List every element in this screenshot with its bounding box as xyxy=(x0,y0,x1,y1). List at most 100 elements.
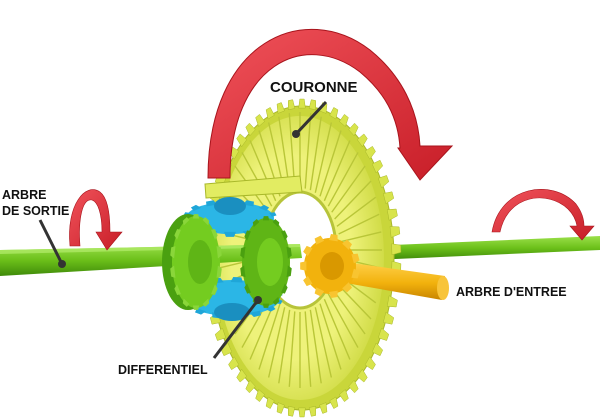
right-output-shaft xyxy=(370,236,600,260)
gear-tooth xyxy=(190,204,202,211)
gear-tooth xyxy=(236,133,248,148)
gear-tooth xyxy=(202,217,210,226)
differentiel-leader-dot xyxy=(254,296,262,304)
gear-tooth xyxy=(342,282,353,293)
gear-tooth xyxy=(182,298,190,307)
gear-tooth xyxy=(249,310,261,317)
gear-ridge xyxy=(323,140,351,202)
gear-ridge xyxy=(258,303,281,370)
gear-tooth xyxy=(269,212,277,217)
gear-tooth xyxy=(245,379,256,394)
differentiel-leader-line xyxy=(212,299,260,359)
pinion-gear xyxy=(300,234,360,298)
gear-tooth xyxy=(286,246,292,259)
gear-tooth xyxy=(329,396,339,409)
label-arbre-sortie-line1: ARBRE xyxy=(2,188,46,202)
gear-tooth xyxy=(211,228,218,240)
gear-tooth xyxy=(281,230,288,241)
gear-tooth xyxy=(377,175,390,189)
gear-tooth xyxy=(262,216,270,221)
gear-tooth xyxy=(276,102,285,114)
gear-tooth xyxy=(272,296,280,306)
gear-tooth xyxy=(339,113,349,127)
gear-tooth xyxy=(371,342,384,357)
gear-tooth xyxy=(377,327,390,341)
gear-tooth xyxy=(329,234,338,242)
couronne-leader-dot xyxy=(292,130,300,138)
gear-tooth xyxy=(174,284,181,296)
arbre-sortie-leader-line xyxy=(38,219,64,265)
gear-tooth xyxy=(329,290,338,298)
gear-ridge xyxy=(314,122,333,193)
gear-tooth xyxy=(244,230,251,241)
gear-tooth xyxy=(287,405,296,417)
gear-ridge xyxy=(334,180,372,220)
gear-tooth xyxy=(174,228,181,240)
gear-tooth xyxy=(228,356,240,371)
gear-ridge xyxy=(304,113,312,189)
gear-tooth xyxy=(286,265,292,278)
gear-ridge xyxy=(267,307,286,378)
gear-ridge xyxy=(338,213,380,235)
differential-gearset xyxy=(162,197,292,321)
gear-tooth xyxy=(281,283,288,294)
gear-ridge xyxy=(314,307,333,378)
gear-tooth xyxy=(371,159,384,174)
couronne-leader-line xyxy=(294,100,328,136)
gear-tooth xyxy=(319,402,328,414)
gear-tooth xyxy=(303,245,313,257)
gear-tooth xyxy=(265,396,275,409)
gear-tooth xyxy=(314,235,325,245)
gear-tooth xyxy=(216,246,222,259)
gear-tooth xyxy=(351,268,360,279)
rotation-arrow-icon xyxy=(207,28,454,181)
gear-tooth xyxy=(170,246,176,259)
gear-tooth xyxy=(240,246,246,259)
gear-tooth xyxy=(255,113,265,127)
gear-tooth xyxy=(298,98,306,109)
gear-ridge xyxy=(327,293,359,348)
gear-ridge xyxy=(331,165,366,213)
gear-tooth xyxy=(364,145,376,160)
gear-tooth xyxy=(386,295,398,308)
gear-ridge xyxy=(319,130,342,197)
gear-ridge xyxy=(278,309,291,384)
left-output-shaft xyxy=(0,244,302,276)
gear-tooth xyxy=(386,208,398,221)
gear-tooth xyxy=(258,204,270,211)
gear-tooth xyxy=(272,218,280,228)
gear-tooth xyxy=(342,239,353,250)
gear-tooth xyxy=(244,283,251,294)
left-side-gear xyxy=(162,214,222,310)
gear-tooth xyxy=(192,214,200,219)
gear-ridge xyxy=(309,309,322,384)
arbre-sortie-leader-dot xyxy=(58,260,66,268)
gear-tooth xyxy=(230,277,243,283)
gear-tooth xyxy=(223,231,237,237)
gear-tooth xyxy=(391,243,402,256)
label-arbre-entree: ARBRE D'ENTREE xyxy=(456,285,567,299)
gear-tooth xyxy=(329,107,339,120)
gear-tooth xyxy=(211,284,218,296)
label-arbre-sortie-line2: DE SORTIE xyxy=(2,204,69,218)
gear-tooth xyxy=(314,287,325,297)
gear-tooth xyxy=(194,308,207,315)
gear-ridge xyxy=(336,196,377,227)
gear-ridge xyxy=(309,116,322,191)
rotation-arrow-icon xyxy=(69,189,123,251)
gear-tooth xyxy=(298,407,306,418)
gear-tooth xyxy=(351,253,360,264)
gear-tooth xyxy=(214,327,227,341)
gear-ridge xyxy=(323,298,351,360)
gear-tooth xyxy=(216,265,222,278)
gear-tooth xyxy=(300,261,307,271)
gear-tooth xyxy=(255,389,265,403)
gear-tooth xyxy=(252,218,260,228)
gear-tooth xyxy=(303,275,313,287)
gear-tooth xyxy=(389,226,401,238)
gear-ridge xyxy=(327,152,359,207)
gear-tooth xyxy=(382,311,395,325)
gear-tooth xyxy=(339,389,349,403)
